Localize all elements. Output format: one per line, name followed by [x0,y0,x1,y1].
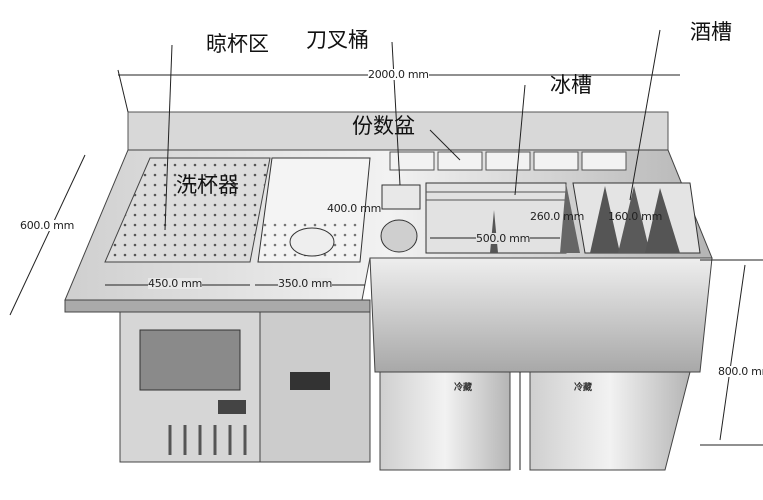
dim-sink-width: 350.0 mm [278,277,333,290]
label-drying-zone: 晾杯区 [206,32,269,56]
label-fridge-left: 冷藏 [454,383,473,393]
dim-depth: 600.0 mm [20,219,75,232]
fridge-door-left [379,371,511,471]
glass-washer [289,227,335,257]
counter-front-left [64,299,371,313]
dim-drying-width: 450.0 mm [148,277,203,290]
dim-total-length: 2000.0 mm [368,68,429,81]
fridge-door-right [529,371,691,471]
portion-pans [389,151,627,171]
cutlery-hole [380,219,418,253]
dim-wine-width: 160.0 mm [608,210,663,223]
label-portion-pans: 份数盆 [352,114,415,138]
dim-ice-width: 500.0 mm [476,232,531,245]
label-ice-trough: 冰槽 [550,73,592,97]
cutlery-bin [381,184,421,210]
dim-height: 800.0 mm [718,366,763,377]
dim-ice-depth: 260.0 mm [530,210,585,223]
counter-front-right [369,257,713,373]
label-wine-trough: 酒槽 [690,20,732,44]
dim-sink-depth: 400.0 mm [327,202,382,215]
label-cutlery-bin: 刀叉桶 [306,28,369,52]
label-glass-washer: 洗杯器 [176,173,239,197]
label-fridge-right: 冷藏 [574,383,593,393]
